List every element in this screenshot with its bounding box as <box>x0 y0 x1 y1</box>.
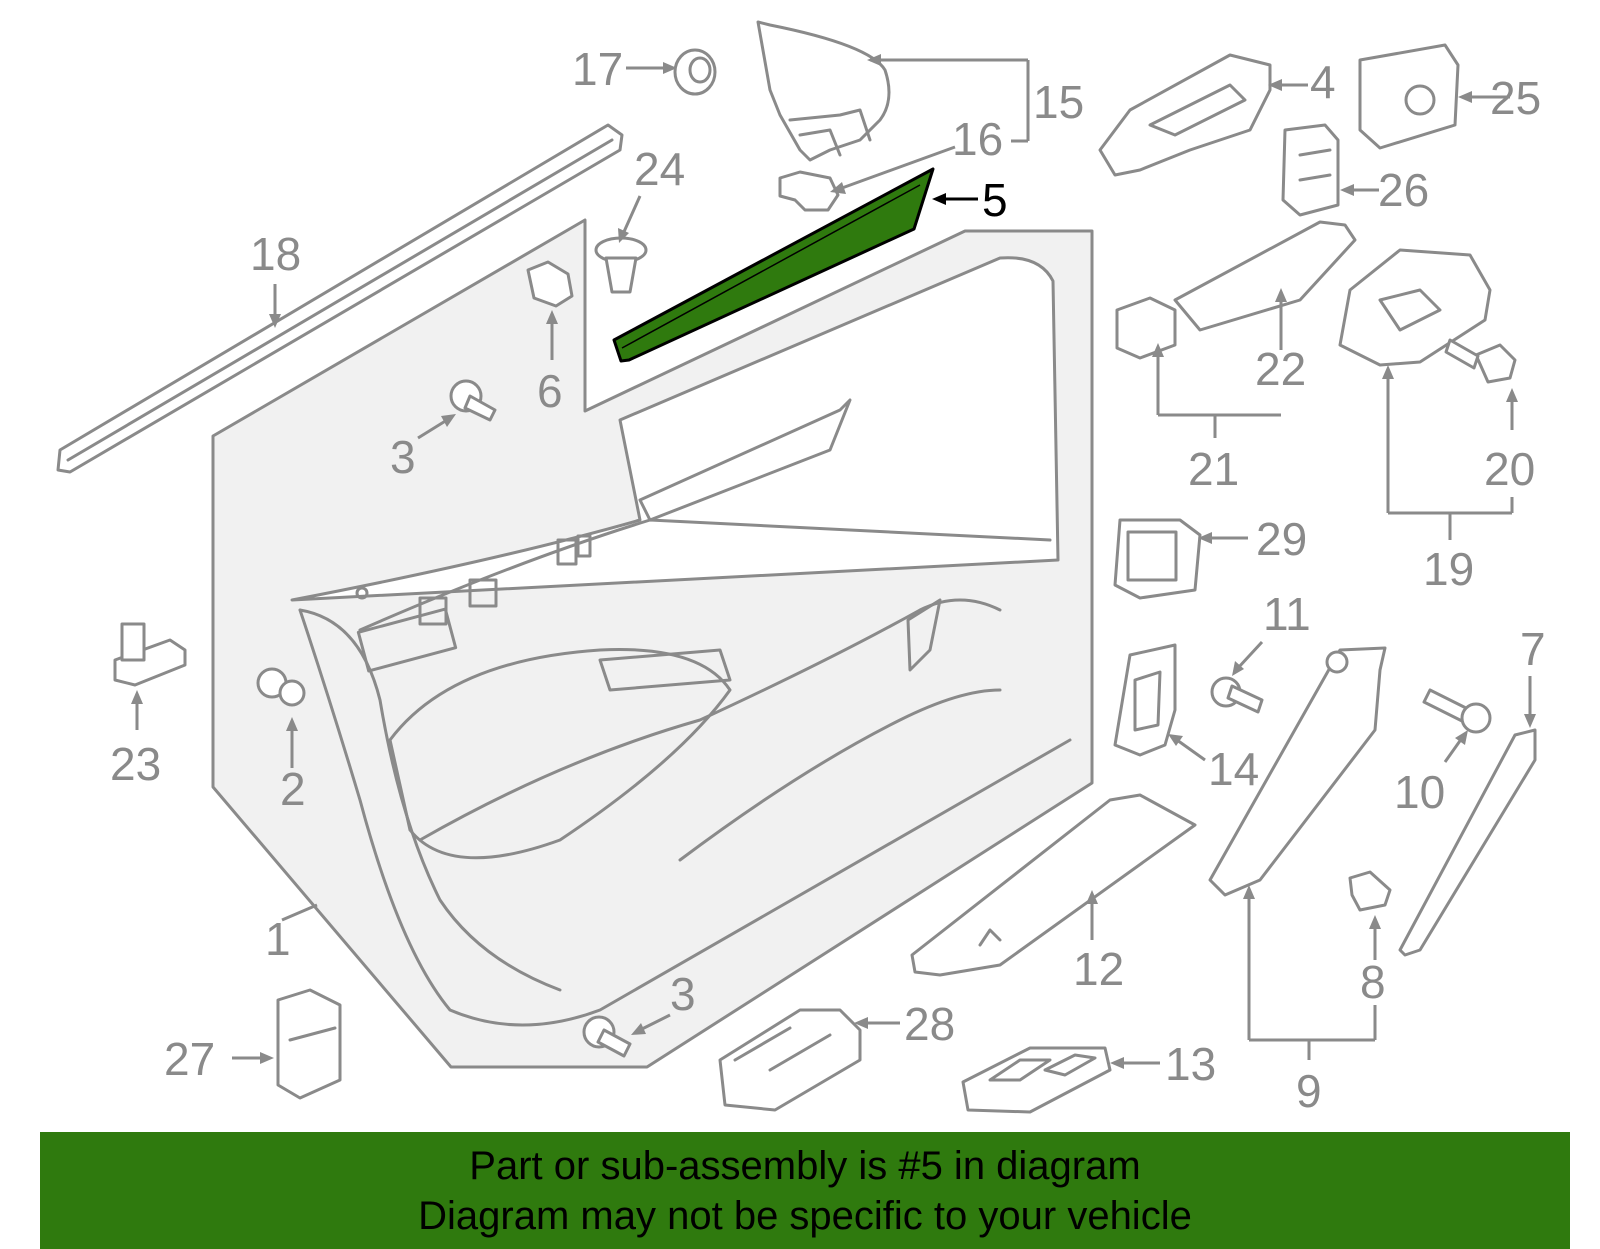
banner-line-disclaimer: Diagram may not be specific to your vehi… <box>418 1193 1192 1238</box>
label-part-20: 20 <box>1484 443 1535 495</box>
label-part-25: 25 <box>1490 72 1541 124</box>
label-part-11: 11 <box>1263 588 1311 640</box>
part-5-highlighted-trim <box>612 167 935 363</box>
label-part-13: 13 <box>1165 1038 1216 1090</box>
label-part-19: 19 <box>1423 543 1474 595</box>
leader-lines <box>131 54 1536 1069</box>
label-part-4: 4 <box>1310 56 1336 108</box>
label-part-6: 6 <box>537 365 563 417</box>
label-part-10: 10 <box>1394 766 1445 818</box>
label-part-29: 29 <box>1256 513 1307 565</box>
part-25-switch <box>1358 43 1460 150</box>
label-part-26: 26 <box>1378 164 1429 216</box>
part-6-clip <box>526 260 574 308</box>
part-10-screw <box>1422 688 1492 734</box>
part-3-fastener-lower <box>582 1015 632 1058</box>
label-part-17: 17 <box>572 43 623 95</box>
part-15-mirror-cover <box>756 20 891 162</box>
leader-part-5 <box>932 193 978 205</box>
part-29-switch <box>1113 518 1202 600</box>
part-8-clip <box>1348 870 1392 912</box>
label-part-3-lower: 3 <box>670 968 696 1020</box>
label-part-23: 23 <box>110 738 161 790</box>
part-3-fastener-upper <box>449 379 497 422</box>
part-2-fastener <box>256 667 306 707</box>
label-part-15: 15 <box>1033 76 1084 128</box>
info-banner: Part or sub-assembly is #5 in diagram Di… <box>40 1132 1570 1249</box>
part-23-bracket <box>113 622 187 687</box>
label-part-7: 7 <box>1520 623 1546 675</box>
part-18-belt-molding <box>56 123 624 474</box>
label-part-24: 24 <box>634 143 685 195</box>
part-21-cable-end <box>1115 296 1177 360</box>
part-22-handle-lever <box>1173 220 1357 332</box>
label-part-8: 8 <box>1360 956 1386 1008</box>
label-part-27: 27 <box>164 1033 215 1085</box>
label-part-3-upper: 3 <box>390 431 416 483</box>
part-labels: 17 15 16 5 4 25 26 24 18 6 3 22 21 20 19… <box>110 43 1546 1117</box>
part-11-screw <box>1210 676 1264 714</box>
label-part-16: 16 <box>952 113 1003 165</box>
label-part-28: 28 <box>904 998 955 1050</box>
label-part-14: 14 <box>1208 743 1259 795</box>
part-12-armrest <box>910 793 1197 977</box>
part-16-clip <box>778 170 840 212</box>
part-27-switch <box>276 988 342 1100</box>
part-9-handle-trim <box>1208 646 1387 897</box>
part-24-push-pin <box>594 236 648 294</box>
label-part-5: 5 <box>982 174 1008 226</box>
label-part-9: 9 <box>1296 1065 1322 1117</box>
part-28-window-switch <box>718 1008 862 1112</box>
part-13-switch-bezel <box>961 1046 1112 1114</box>
label-part-21: 21 <box>1188 443 1239 495</box>
part-4-inside-handle <box>1098 53 1272 177</box>
label-part-22: 22 <box>1255 343 1306 395</box>
label-part-18: 18 <box>250 228 301 280</box>
part-19-latch-housing <box>1338 248 1492 367</box>
label-part-12: 12 <box>1073 943 1124 995</box>
part-7-trim-strip <box>1398 728 1537 957</box>
banner-line-part-info: Part or sub-assembly is #5 in diagram <box>469 1143 1141 1188</box>
label-part-1: 1 <box>265 913 291 965</box>
part-14-handle-bezel <box>1113 643 1177 757</box>
part-20-screw <box>1444 338 1517 384</box>
label-part-2: 2 <box>280 763 306 815</box>
door-trim-panel <box>211 218 1094 1069</box>
part-26-switch <box>1281 123 1340 217</box>
part-17-grommet <box>673 48 717 96</box>
